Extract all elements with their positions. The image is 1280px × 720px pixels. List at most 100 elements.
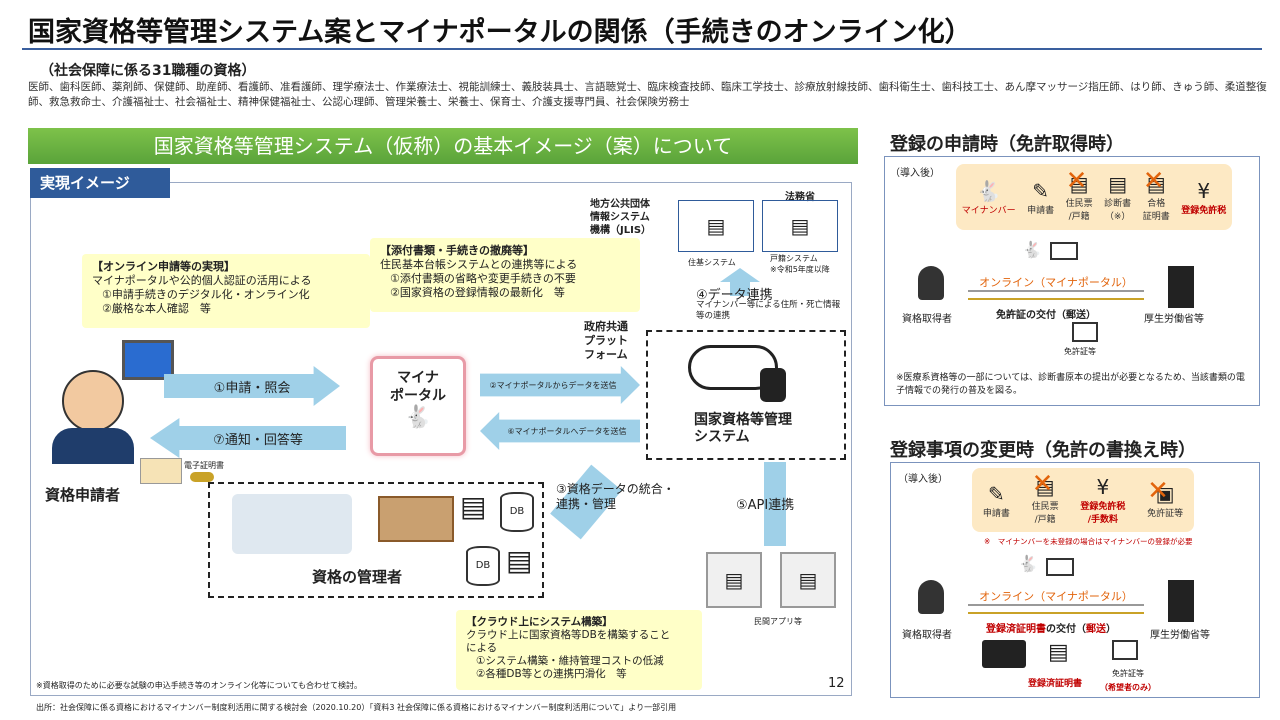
- apply-arrow-label: ①申請・照会: [213, 380, 291, 396]
- pass-cert-item: ▤ 合格 証明書 ✕: [1142, 166, 1170, 222]
- mynaportal-mascot-icon: 🐇: [1018, 554, 1038, 573]
- right2-online: オンライン（マイナポータル）: [979, 590, 1133, 603]
- data-link-desc: マイナンバー等による住所・死亡情報等の連携: [696, 300, 841, 321]
- system-platform-box: [646, 330, 846, 460]
- server-icon: ▤: [780, 552, 836, 608]
- integration-label: ③資格データの統合・ 連携・管理: [556, 482, 675, 511]
- right1-icon-bar: 🐇マイナンバー ✎申請書 ▤住民票 /戸籍✕ ▤診断書 （※） ▤合格 証明書✕…: [956, 164, 1232, 230]
- notify-arrow-label: ⑦通知・回答等: [213, 432, 303, 448]
- note-cloud-line4: ②各種DB等との連携円滑化 等: [476, 668, 627, 680]
- data-link-label: ④データ連携: [696, 288, 773, 303]
- diagnosis-item: ▤診断書 （※）: [1104, 172, 1131, 222]
- mynaportal-box: マイナ ポータル 🐇: [370, 356, 466, 456]
- cross-icon: ✕: [1142, 166, 1165, 196]
- page-number: 12: [828, 676, 845, 691]
- footnote: ※資格取得のために必要な試験の申込手続き等のオンライン化等についても合わせて検討…: [36, 681, 363, 690]
- server-icon: ▤: [790, 214, 810, 238]
- koseki-server: ▤: [762, 200, 838, 252]
- tax-item: ¥登録免許税: [1181, 179, 1226, 216]
- office-building-icon: [378, 496, 454, 542]
- database-icon: [760, 368, 786, 402]
- note-attach-line3: ②国家資格の登録情報の最新化 等: [390, 286, 565, 299]
- moj-label: 法務省: [785, 192, 815, 203]
- admin-box: [208, 482, 544, 598]
- admin-label: 資格の管理者: [312, 568, 403, 586]
- right2-issue-cert: 登録済証明書: [986, 624, 1046, 635]
- jlis-label: 地方公共団体 情報システム 機構（JLIS）: [590, 199, 652, 236]
- applicant-label: 資格申請者: [45, 486, 121, 504]
- note-cloud-line2: による: [466, 642, 498, 654]
- job-list: 医師、歯科医師、薬剤師、保健師、助産師、看護師、准看護師、理学療法士、作業療法士…: [28, 81, 1267, 108]
- cert-label: 電子証明書: [184, 461, 224, 470]
- database-icon: DB: [500, 492, 534, 532]
- note-cloud-line3: ①システム構築・維持管理コストの低減: [476, 655, 664, 667]
- page-title: 国家資格等管理システム案とマイナポータルの関係（手続きのオンライン化）: [28, 17, 972, 48]
- note-online-line3: ②厳格な本人確認 等: [102, 302, 211, 315]
- koseki-note: ※令和5年度以降: [770, 265, 830, 274]
- truck-icon: [982, 640, 1026, 668]
- right2-cert: 登録済証明書: [1028, 679, 1083, 689]
- api-label: ⑤API連携: [736, 498, 795, 513]
- note-attach-line1: 住民基本台帳システムとの連携等による: [380, 258, 578, 271]
- document-icon: ▤: [1069, 172, 1089, 196]
- subtitle: （社会保障に係る31職種の資格）: [40, 63, 256, 79]
- right2-heading: 登録事項の変更時（免許の書換え時）: [890, 440, 1196, 461]
- documents-icon: ▤: [506, 544, 533, 577]
- koseki-label: 戸籍システム: [770, 254, 818, 263]
- cross-icon: ✕: [1031, 469, 1054, 499]
- license-label: 免許証等: [1147, 508, 1184, 519]
- right1-panel: [884, 156, 1260, 406]
- document-icon: ▤: [1035, 475, 1055, 499]
- mynaportal-mascot-icon: 🐇: [1022, 240, 1042, 259]
- right1-after: （導入後）: [890, 168, 940, 179]
- yen-icon: ¥: [1197, 178, 1211, 203]
- right2-panel: [890, 462, 1260, 698]
- note-cloud-title: 【クラウド上にシステム構築】: [466, 616, 613, 628]
- mynumber-label: マイナンバー: [961, 205, 1016, 216]
- application-label: 申請書: [982, 508, 1010, 519]
- right2-icon-bar: ✎申請書 ▤住民票 /戸籍✕ ¥登録免許税 /手数料 ▣免許証等✕: [972, 468, 1194, 532]
- cross-icon: ✕: [1147, 475, 1169, 506]
- resident-item: ▤住民票 /戸籍✕: [1032, 469, 1059, 525]
- database-icon: DB: [466, 546, 500, 586]
- send-from-portal-label: ②マイナポータルからデータを送信: [489, 380, 617, 390]
- document-icon: ▤: [1146, 172, 1166, 196]
- send-to-portal-label: ⑥マイナポータルへデータを送信: [507, 426, 627, 436]
- document-icon: ▤: [1048, 640, 1069, 665]
- mynaportal-mascot-icon: 🐇: [404, 405, 432, 430]
- right2-issue-end: ）: [1106, 624, 1116, 635]
- diagnosis-label: 診断書 （※）: [1104, 199, 1132, 222]
- diagram-frame: [30, 182, 852, 696]
- applicant-body-icon: [52, 428, 134, 464]
- pc-monitor-icon: [122, 340, 174, 380]
- note-cloud-line1: クラウド上に国家資格等DBを構築すること: [466, 629, 671, 641]
- right1-right: 厚生労働省等: [1144, 314, 1204, 325]
- right2-right: 厚生労働省等: [1150, 630, 1210, 641]
- right1-license: 免許証等: [1064, 347, 1096, 356]
- mascot-icon: 🐇: [976, 178, 1002, 203]
- yen-icon: ¥: [1096, 475, 1110, 499]
- laptop-icon: [1046, 558, 1074, 576]
- form-icon: ✎: [987, 481, 1005, 506]
- right2-after: （導入後）: [898, 474, 948, 485]
- documents-icon: ▤: [460, 490, 487, 523]
- person-icon: [918, 266, 944, 300]
- right2-license-note: （希望者のみ）: [1100, 683, 1156, 692]
- note-online-line2: ①申請手続きのデジタル化・オンライン化: [102, 288, 310, 301]
- person-icon: [918, 580, 944, 614]
- right1-issue: 免許証の交付（郵送）: [996, 310, 1096, 321]
- private-app-label: 民間アプリ等: [754, 617, 802, 626]
- application-label: 申請書: [1027, 205, 1055, 216]
- pass-cert-label: 合格 証明書: [1142, 199, 1170, 222]
- fee-item: ¥登録免許税 /手数料: [1080, 475, 1125, 525]
- right1-heading: 登録の申請時（免許取得時）: [890, 134, 1124, 155]
- right1-online: オンライン（マイナポータル）: [979, 276, 1133, 289]
- right1-note: ※医療系資格等の一部については、診断書原本の提出が必要となるため、当該書類の電子…: [896, 373, 1245, 396]
- note-attach-title: 【添付書類・手続きの撤廃等】: [380, 244, 534, 257]
- note-online-title: 【オンライン申請等の実現】: [92, 260, 235, 273]
- resident-item: ▤住民票 /戸籍✕: [1066, 166, 1093, 222]
- id-card-icon: [140, 458, 182, 484]
- api-arrow: [764, 462, 786, 546]
- office-workers-icon: [232, 494, 352, 554]
- right1-left: 資格取得者: [902, 314, 952, 325]
